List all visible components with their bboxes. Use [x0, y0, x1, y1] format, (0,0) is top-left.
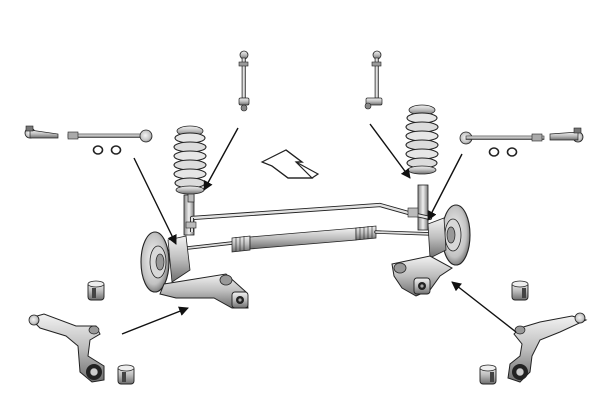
arrow-to-right-tie-rod [427, 153, 463, 221]
washer-right-a [488, 147, 500, 157]
stabilizer-link-left [238, 50, 250, 112]
pointer-arrows [121, 123, 517, 335]
bushing-left-upper [87, 280, 105, 301]
bushing-right-upper [511, 280, 529, 301]
arrow-to-left-tie-rod [133, 157, 177, 245]
coil-spring-strut-right [405, 104, 439, 231]
washer-right-b [506, 147, 518, 157]
stabilizer-link-right [364, 50, 383, 110]
forward-direction-icon [260, 149, 320, 179]
inner-tie-rod-left [67, 129, 153, 143]
arrow-to-left-strut [203, 127, 239, 191]
brake-disc-hub-right [427, 204, 471, 266]
tie-rod-end-right [549, 127, 584, 143]
inner-tie-rod-right [459, 131, 545, 145]
steering-rack [168, 225, 434, 253]
washer-left-a [92, 145, 104, 155]
arrow-to-right-control-arm [451, 281, 517, 333]
arrow-to-left-control-arm [121, 306, 189, 335]
coil-spring-strut-left [173, 125, 207, 236]
lower-control-arm-installed-left [159, 273, 249, 309]
arrow-to-right-strut [369, 123, 411, 179]
washer-left-b [110, 145, 122, 155]
lower-control-arm-installed-right [391, 255, 453, 297]
stabilizer-bar [185, 202, 433, 232]
bushing-right-lower [479, 364, 497, 385]
brake-disc-hub-left [140, 231, 191, 293]
tie-rod-end-left [24, 125, 59, 139]
bushing-left-lower [117, 364, 135, 385]
lower-control-arm-loose-left [28, 313, 105, 383]
lower-control-arm-loose-right [507, 312, 588, 383]
